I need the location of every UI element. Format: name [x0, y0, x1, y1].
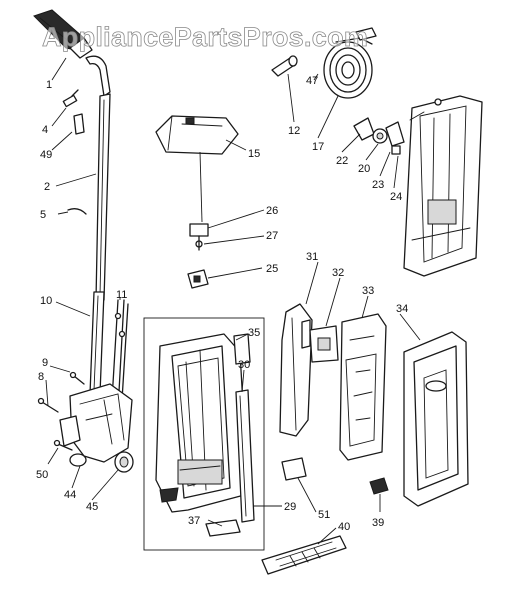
- handle-screw-small: [69, 371, 85, 385]
- callout-34: 34: [396, 303, 408, 315]
- callout-24: 24: [390, 191, 402, 203]
- callout-17: 17: [312, 141, 324, 153]
- bag-door: [403, 331, 469, 507]
- handle-clip: [73, 113, 85, 135]
- callout-labels: 1 4 49 2 5 10 11 9 8 50 44 45 15 26 27 2…: [36, 75, 408, 533]
- callout-45: 45: [86, 501, 98, 513]
- handle-lower-rod: [89, 291, 105, 395]
- rear-housing: [403, 95, 483, 277]
- callout-25: 25: [266, 263, 278, 275]
- callout-22: 22: [336, 155, 348, 167]
- bracket-screw-pair: [37, 397, 73, 451]
- door-latch-knob: [369, 477, 389, 495]
- handle-tube: [85, 55, 111, 301]
- callout-23: 23: [372, 179, 384, 191]
- callout-31: 31: [306, 251, 318, 263]
- callout-5: 5: [40, 209, 46, 221]
- handle-grip: [33, 9, 93, 59]
- callout-30: 30: [238, 359, 250, 371]
- callout-47: 47: [306, 75, 318, 87]
- callout-44: 44: [64, 489, 76, 501]
- cord-hook: [67, 208, 87, 215]
- bag-holder: [309, 325, 339, 363]
- callout-2: 2: [44, 181, 50, 193]
- body-bumper: [281, 457, 307, 481]
- callout-4: 4: [42, 124, 48, 136]
- body-foot-pad: [205, 519, 241, 537]
- wheel-axle: [69, 451, 134, 473]
- callout-1: 1: [46, 79, 52, 91]
- callout-32: 32: [332, 267, 344, 279]
- floor-nozzle-grate: [261, 535, 347, 575]
- carry-handle: [155, 115, 239, 155]
- switch-parts: [187, 223, 209, 289]
- callout-39: 39: [372, 517, 384, 529]
- callout-27: 27: [266, 230, 278, 242]
- bag-collar: [279, 303, 313, 437]
- watermark-text: AppliancePartsPros.com: [42, 22, 368, 52]
- callout-37: 37: [188, 515, 200, 527]
- cord-bundle: [111, 299, 129, 411]
- callout-9: 9: [42, 357, 48, 369]
- handle-bracket-housing: [59, 383, 133, 463]
- leader-lines: [45, 57, 421, 545]
- callout-10: 10: [40, 295, 52, 307]
- callout-35: 35: [248, 327, 260, 339]
- main-body-frame: [155, 333, 249, 513]
- callout-51: 51: [318, 509, 330, 521]
- callout-49: 49: [40, 149, 52, 161]
- callout-33: 33: [362, 285, 374, 297]
- callout-11: 11: [116, 289, 127, 301]
- callout-26: 26: [266, 205, 278, 217]
- hose-connector: [271, 55, 298, 77]
- body-gasket-strip: [233, 333, 255, 523]
- body-detail-box: [143, 317, 265, 551]
- callout-15: 15: [248, 148, 260, 160]
- latch-parts: [353, 117, 405, 155]
- callout-20: 20: [358, 163, 370, 175]
- handle-screw: [62, 89, 79, 108]
- dust-bag: [339, 313, 387, 461]
- callout-50: 50: [36, 469, 48, 481]
- cord-reel: [323, 27, 377, 99]
- callout-29: 29: [284, 501, 296, 513]
- callout-8: 8: [38, 371, 44, 383]
- callout-12: 12: [288, 125, 300, 137]
- callout-40: 40: [338, 521, 350, 533]
